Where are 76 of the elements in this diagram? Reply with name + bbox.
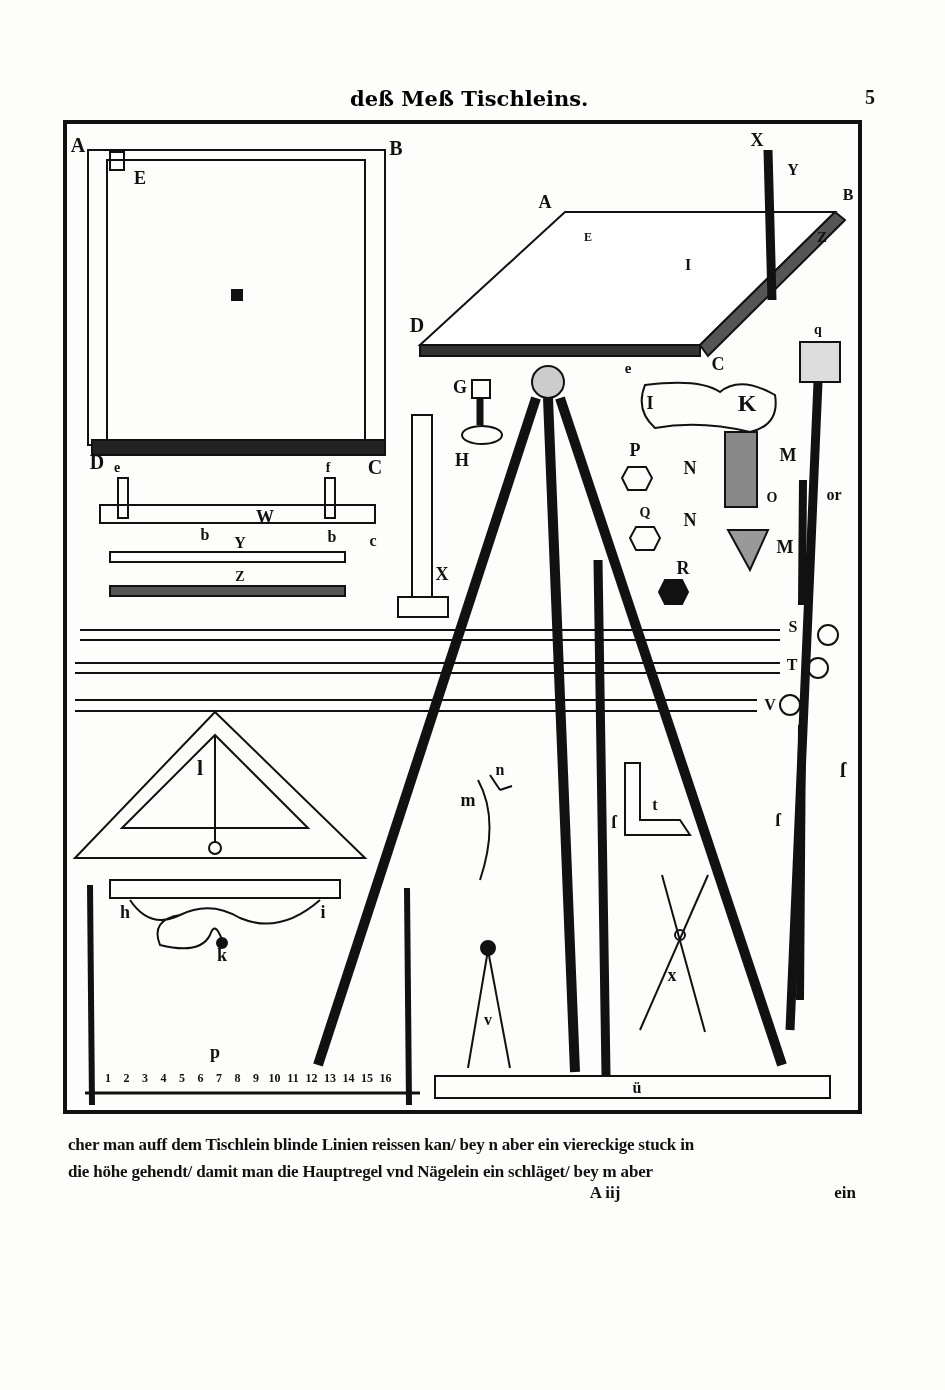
part-letter: A <box>538 193 552 211</box>
scale-number: 7 <box>216 1072 222 1084</box>
part-letter: R <box>676 559 690 577</box>
part-letter: T <box>786 657 798 673</box>
scale-number: 8 <box>234 1072 241 1084</box>
part-letter: ſ <box>611 813 617 831</box>
page-number: 5 <box>865 87 875 107</box>
scale-number: 4 <box>160 1072 167 1084</box>
part-letter: M <box>779 446 797 464</box>
part-letter: b <box>200 527 210 543</box>
part-letter: Z <box>235 570 245 584</box>
scale-number: 9 <box>253 1072 259 1084</box>
part-letter: K <box>737 391 757 415</box>
scale-number: 14 <box>342 1072 355 1084</box>
part-letter: O <box>766 491 778 505</box>
part-letter: X <box>750 131 764 149</box>
part-letter: k <box>217 946 227 964</box>
part-letter: D <box>409 315 425 335</box>
part-letter: p <box>210 1043 220 1061</box>
part-letter: c <box>369 533 377 549</box>
part-letter: W <box>256 508 274 526</box>
part-letter: M <box>776 538 794 556</box>
part-letter: h <box>120 903 130 921</box>
part-letter: ſ <box>775 811 781 829</box>
part-letter: I <box>646 394 654 412</box>
part-letter: Z <box>817 229 827 245</box>
scale-number: 13 <box>324 1072 336 1084</box>
scale-number: 2 <box>123 1072 130 1084</box>
part-letter: Y <box>787 162 799 178</box>
part-letter: E <box>584 231 592 243</box>
part-letter: t <box>652 797 658 813</box>
part-letter: S <box>788 619 798 635</box>
part-letter: C <box>711 355 725 373</box>
signature-mark: A iij <box>589 1183 621 1201</box>
part-letter: v <box>484 1012 492 1028</box>
part-letter: G <box>453 378 467 396</box>
part-letter: E <box>134 169 146 187</box>
part-letter: ſ <box>840 760 846 780</box>
scale-number: 3 <box>142 1072 148 1084</box>
scale-number: 5 <box>179 1072 185 1084</box>
part-letter: or <box>826 487 842 503</box>
part-letter: x <box>667 966 677 984</box>
part-letter: N <box>683 511 697 529</box>
part-letter: f <box>325 461 331 475</box>
part-letter: A <box>70 135 86 155</box>
part-letter: X <box>435 565 449 583</box>
text-line: die höhe gehendt/ damit man die Hauptregel vnd Nägelein ein schläget/ bey m aber <box>68 1163 653 1180</box>
part-letter: B <box>842 187 854 203</box>
part-letter: n <box>495 762 505 778</box>
scale-number: 10 <box>268 1072 281 1084</box>
part-letter: m <box>460 791 476 809</box>
part-letter: l <box>196 757 204 779</box>
part-letter: e <box>113 461 121 475</box>
part-letter: q <box>814 323 822 337</box>
scale-number: 16 <box>379 1072 392 1084</box>
part-letter: b <box>327 529 337 545</box>
running-head: deß Meß Tischleins. <box>350 86 589 111</box>
text-line: cher man auff dem Tischlein blinde Linien reissen kan/ bey n aber ein viereckige stuck in <box>68 1136 694 1153</box>
part-letter: Q <box>639 506 651 520</box>
part-letter: B <box>389 138 403 158</box>
part-letter: V <box>764 697 776 713</box>
scale-number: 15 <box>361 1072 373 1084</box>
scale-number: 6 <box>197 1072 204 1084</box>
part-letter: C <box>367 457 383 477</box>
scale-number: 1 <box>105 1072 111 1084</box>
part-letter: I <box>684 257 692 273</box>
part-letter: P <box>629 441 641 459</box>
part-letter: ü <box>632 1080 642 1096</box>
catchword: ein <box>834 1183 856 1201</box>
part-letter: i <box>320 903 326 921</box>
part-letter: Y <box>234 535 246 551</box>
part-letter: N <box>683 459 697 477</box>
scale-number: 12 <box>305 1072 318 1084</box>
part-letter: H <box>455 451 469 469</box>
part-letter: e <box>624 360 632 376</box>
scale-number: 11 <box>287 1072 299 1084</box>
